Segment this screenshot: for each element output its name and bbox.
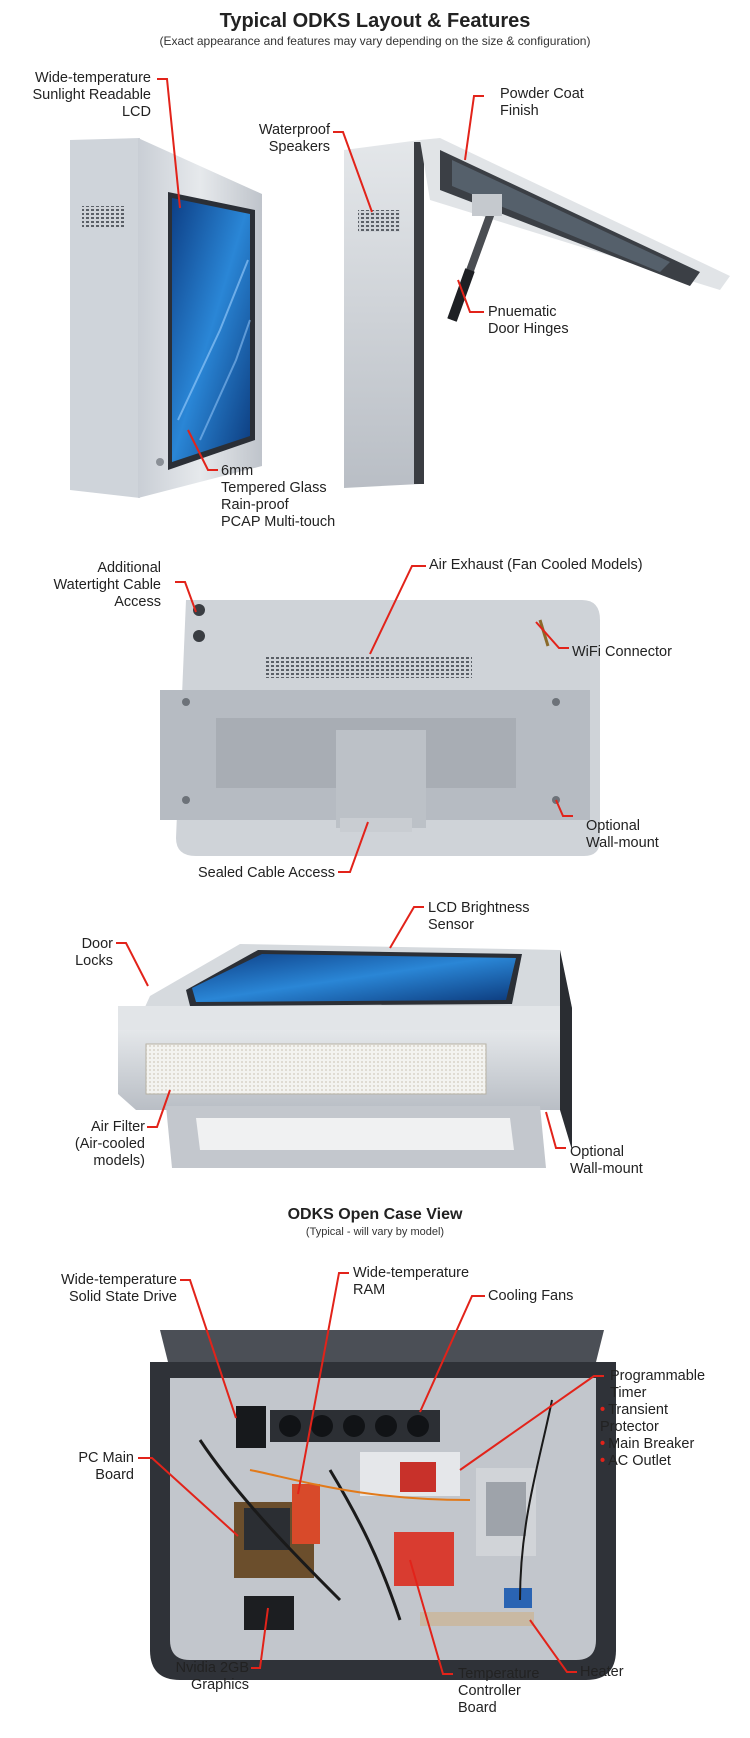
label-air-filter: Air Filter (Air-cooled models) (74, 1119, 145, 1169)
kiosk-front-illustration (70, 138, 262, 498)
label-breaker-text: Main Breaker (608, 1436, 695, 1452)
label-outlet-text: AC Outlet (608, 1453, 671, 1469)
label-wifi: WiFi Connector (572, 644, 672, 660)
leader-lines (116, 78, 604, 1675)
kiosk-side-open-illustration (344, 138, 730, 488)
label-wallmount-rear: Optional Wall-mount (586, 818, 659, 851)
label-ram: Wide-temperature RAM (353, 1265, 470, 1298)
label-outlet: •AC Outlet (600, 1453, 671, 1469)
label-hinges: Pnuematic Door Hinges (488, 304, 569, 337)
label-brightness: LCD Brightness Sensor (428, 900, 530, 933)
label-transient: •Transient Protector (600, 1402, 668, 1435)
label-locks: Door Locks (75, 936, 113, 969)
label-fans: Cooling Fans (488, 1288, 574, 1304)
section-title-open-case: ODKS Open Case View (287, 1206, 463, 1223)
label-cable-access: Additional Watertight Cable Access (53, 560, 161, 610)
label-sealed-cable: Sealed Cable Access (197, 865, 335, 881)
label-speakers: Waterproof Speakers (258, 122, 330, 155)
label-lcd: Wide-temperature Sunlight Readable LCD (32, 70, 151, 120)
label-graphics: Nvidia 2GB Graphics (175, 1660, 249, 1693)
section-subtitle-open-case: (Typical - will vary by model) (305, 1226, 445, 1238)
page-title: Typical ODKS Layout & Features (219, 10, 531, 32)
label-wallmount-top: Optional Wall-mount (570, 1144, 643, 1177)
label-exhaust: Air Exhaust (Fan Cooled Models) (429, 557, 643, 573)
page-subtitle: (Exact appearance and features may vary … (159, 34, 591, 48)
label-mainboard: PC Main Board (78, 1450, 134, 1483)
open-case-illustration (150, 1330, 616, 1680)
label-temp-controller: Temperature Controller Board (458, 1666, 540, 1716)
label-breaker: •Main Breaker (600, 1436, 695, 1452)
label-timer: Programmable Timer (610, 1368, 706, 1401)
label-glass: 6mm Tempered Glass Rain-proof PCAP Multi… (221, 463, 336, 530)
label-transient-text: Transient Protector (600, 1402, 668, 1435)
kiosk-top-illustration (118, 944, 572, 1168)
label-powder-coat: Powder Coat Finish (500, 86, 584, 119)
label-heater: Heater (580, 1664, 624, 1680)
label-ssd: Wide-temperature Solid State Drive (60, 1272, 177, 1305)
kiosk-rear-illustration (160, 600, 600, 856)
